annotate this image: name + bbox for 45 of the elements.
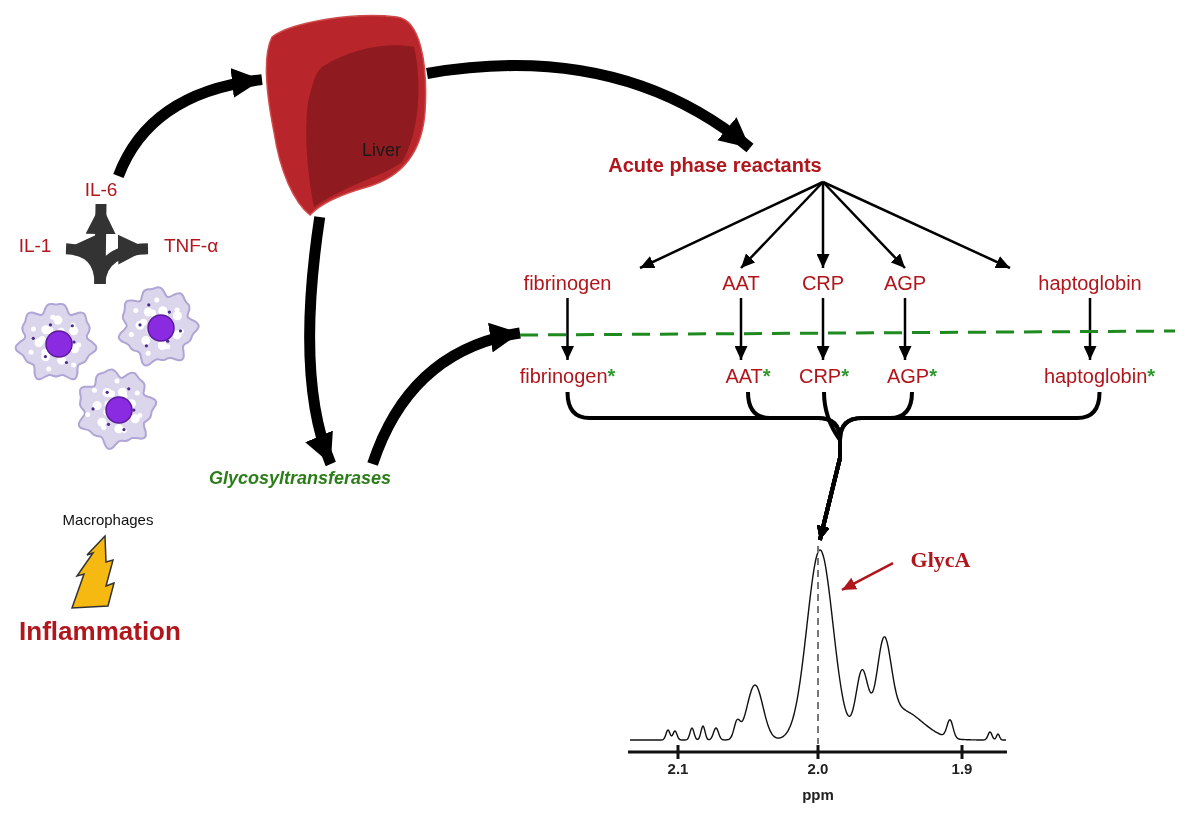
curved-arrow xyxy=(113,69,263,179)
protein-label: fibrinogen xyxy=(523,271,612,295)
asterisk-mark: * xyxy=(929,364,937,388)
arrow xyxy=(816,182,830,268)
asterisk-mark: * xyxy=(607,364,616,388)
peak-label: GlycA xyxy=(910,547,971,573)
organ-label: Liver xyxy=(362,140,401,160)
asterisk-mark: * xyxy=(841,364,849,388)
protein-label: haptoglobin xyxy=(1038,271,1142,295)
arrow xyxy=(816,298,830,360)
arrow xyxy=(822,180,1011,270)
glycosylated-protein-label: haptoglobin xyxy=(1043,364,1148,388)
cytokine-label: TNF-α xyxy=(163,235,219,257)
tick-label: 1.9 xyxy=(951,760,973,777)
asterisk-mark: * xyxy=(762,364,771,388)
asterisk-mark: * xyxy=(1147,364,1156,388)
curved-arrow xyxy=(367,324,522,466)
protein-label: CRP xyxy=(801,271,845,295)
brace-arrow xyxy=(816,391,1102,541)
glycosylated-protein-label: AAT xyxy=(725,364,763,388)
cytokine-label: IL-6 xyxy=(84,179,118,201)
cell-label: Macrophages xyxy=(62,511,154,528)
curved-arrow xyxy=(426,60,754,153)
arrow xyxy=(841,562,894,592)
enzyme-label: Glycosyltransferases xyxy=(208,467,392,489)
arrow xyxy=(740,181,824,269)
glycosylated-protein-label: AGP xyxy=(886,364,930,388)
curved-arrow xyxy=(304,216,336,466)
axis-title: ppm xyxy=(802,786,834,803)
arrow xyxy=(561,298,574,360)
tick-label: 2.0 xyxy=(807,760,829,777)
protein-label: AAT xyxy=(722,271,760,295)
arrow xyxy=(822,181,906,269)
arrow xyxy=(734,298,748,360)
glycosylated-protein-label: CRP xyxy=(799,364,842,388)
protein-label: AGP xyxy=(883,271,927,295)
tick-label: 2.1 xyxy=(667,760,689,777)
category-label: Acute phase reactants xyxy=(608,153,822,177)
arrow xyxy=(639,180,824,270)
trigger-label: Inflammation xyxy=(19,615,181,647)
curved-arrow xyxy=(94,235,149,285)
arrow xyxy=(898,298,912,360)
glycosylated-protein-label: fibrinogen xyxy=(519,364,608,388)
arrow xyxy=(1083,298,1097,360)
cytokine-label: IL-1 xyxy=(18,235,52,257)
